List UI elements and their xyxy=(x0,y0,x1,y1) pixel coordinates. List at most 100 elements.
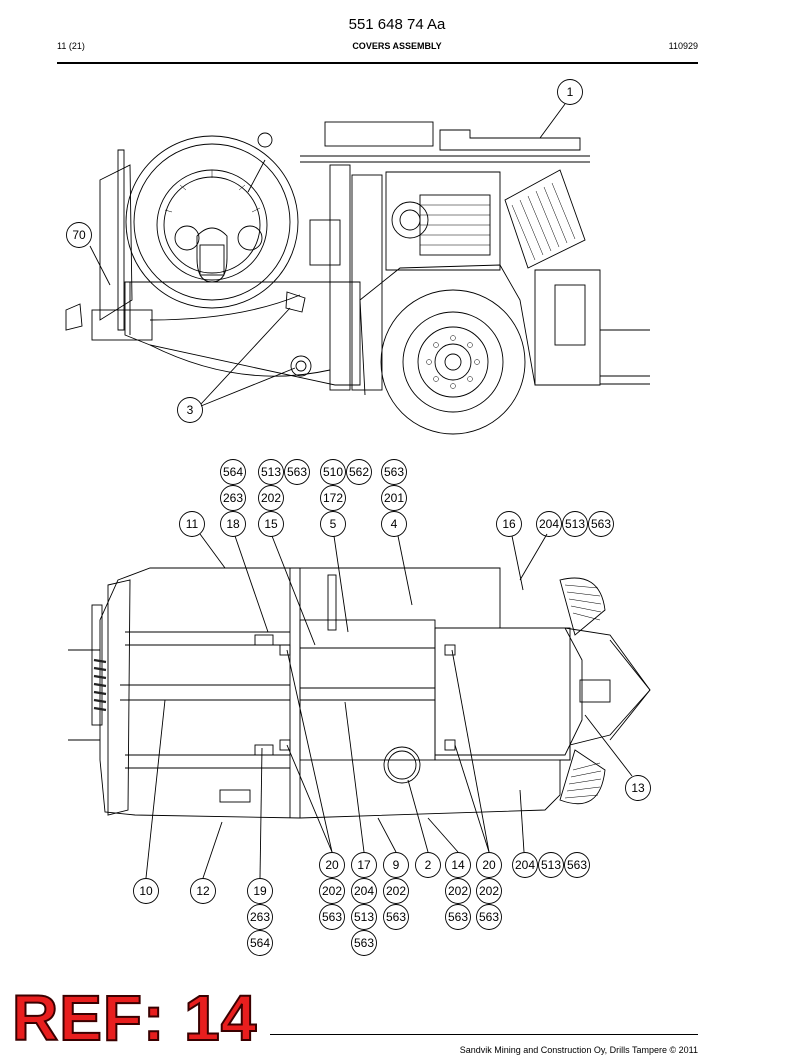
callout-563-bottom-right: 563 xyxy=(564,852,590,878)
page-indicator: 11 (21) xyxy=(57,41,85,51)
callout-513-right: 513 xyxy=(562,511,588,537)
svg-text:3: 3 xyxy=(187,403,194,417)
svg-text:202: 202 xyxy=(448,884,468,898)
svg-text:12: 12 xyxy=(196,884,210,898)
svg-text:263: 263 xyxy=(250,910,270,924)
svg-text:1: 1 xyxy=(567,85,574,99)
svg-text:11: 11 xyxy=(186,517,199,531)
svg-text:202: 202 xyxy=(479,884,499,898)
svg-text:19: 19 xyxy=(253,884,267,898)
revision-date: 110929 xyxy=(668,41,698,51)
callout-20-left: 20 xyxy=(319,852,345,878)
callout-204-right: 204 xyxy=(536,511,562,537)
callout-513-bottom-right: 513 xyxy=(538,852,564,878)
callout-563-b4: 563 xyxy=(476,904,502,930)
svg-text:20: 20 xyxy=(482,858,496,872)
callout-563-top-a: 563 xyxy=(284,459,310,485)
svg-text:5: 5 xyxy=(330,517,337,531)
svg-text:9: 9 xyxy=(393,858,400,872)
callout-204-bottom-right: 204 xyxy=(512,852,538,878)
callout-11: 11 xyxy=(179,511,205,537)
svg-text:204: 204 xyxy=(539,517,559,531)
page-title: COVERS ASSEMBLY xyxy=(352,41,442,51)
svg-text:513: 513 xyxy=(261,465,281,479)
svg-text:15: 15 xyxy=(264,517,278,531)
callout-20-right: 20 xyxy=(476,852,502,878)
document-number: 551 648 74 Aa xyxy=(348,16,446,33)
callout-172: 172 xyxy=(320,485,346,511)
svg-text:563: 563 xyxy=(479,910,499,924)
callout-202-top: 202 xyxy=(258,485,284,511)
svg-text:201: 201 xyxy=(384,491,404,505)
callout-18: 18 xyxy=(220,511,246,537)
callout-563-b2: 563 xyxy=(383,904,409,930)
svg-text:20: 20 xyxy=(325,858,339,872)
svg-text:172: 172 xyxy=(323,491,343,505)
callout-263-bottom: 263 xyxy=(247,904,273,930)
svg-text:510: 510 xyxy=(323,465,343,479)
callout-563-right: 563 xyxy=(588,511,614,537)
svg-text:562: 562 xyxy=(349,465,369,479)
svg-text:564: 564 xyxy=(223,465,243,479)
callout-564-bottom: 564 xyxy=(247,930,273,956)
callout-12: 12 xyxy=(190,878,216,904)
ref-stamp: REF: 14 xyxy=(11,982,258,1054)
callout-70: 70 xyxy=(66,222,92,248)
callout-9: 9 xyxy=(383,852,409,878)
svg-text:563: 563 xyxy=(384,465,404,479)
svg-text:4: 4 xyxy=(391,517,398,531)
callout-562: 562 xyxy=(346,459,372,485)
callout-10: 10 xyxy=(133,878,159,904)
svg-text:563: 563 xyxy=(354,936,374,950)
callout-563-b1: 563 xyxy=(319,904,345,930)
svg-text:563: 563 xyxy=(591,517,611,531)
svg-text:513: 513 xyxy=(565,517,585,531)
side-view xyxy=(65,103,650,435)
svg-text:563: 563 xyxy=(287,465,307,479)
svg-text:10: 10 xyxy=(139,884,153,898)
footer-copyright: Sandvik Mining and Construction Oy, Dril… xyxy=(459,1045,698,1055)
callout-3: 3 xyxy=(177,397,203,423)
callout-513-bottom: 513 xyxy=(351,904,377,930)
callout-564-top: 564 xyxy=(220,459,246,485)
svg-text:513: 513 xyxy=(541,858,561,872)
callout-5: 5 xyxy=(320,511,346,537)
callout-16: 16 xyxy=(496,511,522,537)
svg-text:18: 18 xyxy=(226,517,240,531)
svg-text:2: 2 xyxy=(425,858,432,872)
header-divider xyxy=(57,62,698,64)
svg-text:204: 204 xyxy=(515,858,535,872)
callout-510: 510 xyxy=(320,459,346,485)
callouts: 1 70 3 564 513 563 510 562 563 263 202 1… xyxy=(66,79,651,956)
callout-202-b2: 202 xyxy=(383,878,409,904)
svg-text:13: 13 xyxy=(631,781,645,795)
callout-263-top: 263 xyxy=(220,485,246,511)
svg-text:263: 263 xyxy=(223,491,243,505)
callout-202-b3: 202 xyxy=(445,878,471,904)
svg-text:564: 564 xyxy=(250,936,270,950)
svg-text:202: 202 xyxy=(386,884,406,898)
callout-4: 4 xyxy=(381,511,407,537)
svg-text:563: 563 xyxy=(567,858,587,872)
callout-13: 13 xyxy=(625,775,651,801)
callout-2: 2 xyxy=(415,852,441,878)
callout-19: 19 xyxy=(247,878,273,904)
svg-text:17: 17 xyxy=(357,858,371,872)
callout-513-top: 513 xyxy=(258,459,284,485)
svg-text:14: 14 xyxy=(451,858,465,872)
callout-14: 14 xyxy=(445,852,471,878)
callout-202-b1: 202 xyxy=(319,878,345,904)
footer-divider xyxy=(270,1034,698,1035)
callout-563-top-b: 563 xyxy=(381,459,407,485)
svg-text:563: 563 xyxy=(386,910,406,924)
callout-563-b5: 563 xyxy=(351,930,377,956)
svg-text:70: 70 xyxy=(72,228,86,242)
callout-15: 15 xyxy=(258,511,284,537)
callout-563-b3: 563 xyxy=(445,904,471,930)
callout-1: 1 xyxy=(557,79,583,105)
svg-text:202: 202 xyxy=(261,491,281,505)
callout-201: 201 xyxy=(381,485,407,511)
callout-204-b: 204 xyxy=(351,878,377,904)
top-view xyxy=(68,533,651,879)
